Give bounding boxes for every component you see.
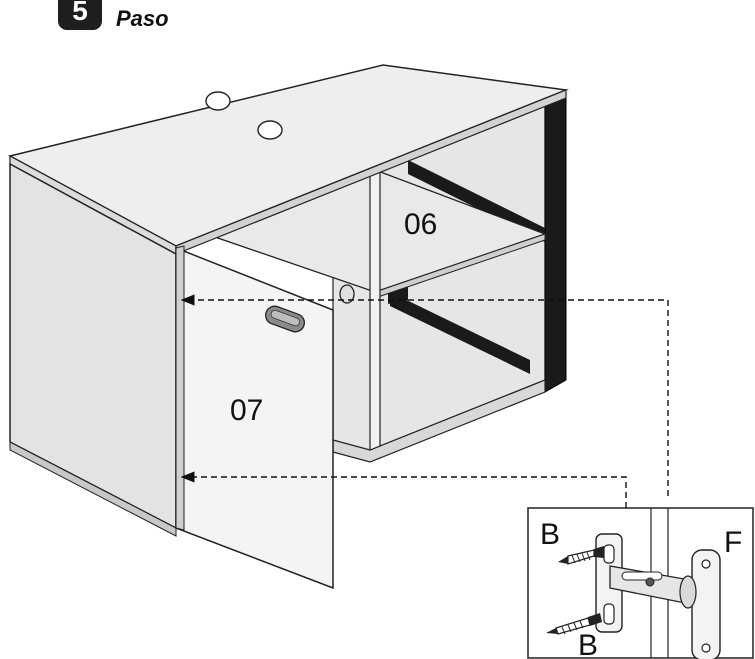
door-07-label: 07 <box>230 394 263 427</box>
guide-arrow-bottom <box>180 471 627 508</box>
cam-hole-1 <box>205 91 231 111</box>
screw-label-bottom: B <box>578 629 598 659</box>
left-side-bottom-edge <box>9 441 177 537</box>
hinge-label: F <box>724 526 742 559</box>
hinge-detail-inset: B B F <box>527 507 754 659</box>
rear-frame-mid <box>390 292 530 374</box>
guide-arrow-top <box>180 294 669 496</box>
screw-label-top: B <box>540 518 560 551</box>
rear-frame-right <box>544 89 567 393</box>
step-title: Paso <box>116 6 169 31</box>
screw-bottom <box>546 613 602 635</box>
screw-top <box>558 546 604 565</box>
cam-hole-2 <box>257 120 283 140</box>
middle-divider <box>369 163 381 451</box>
shelf-06-label: 06 <box>404 208 437 241</box>
door-07-edge <box>175 245 185 531</box>
step-number-badge: 5 <box>58 0 102 30</box>
door-handle <box>265 305 305 333</box>
door-stop-knob <box>339 284 355 304</box>
